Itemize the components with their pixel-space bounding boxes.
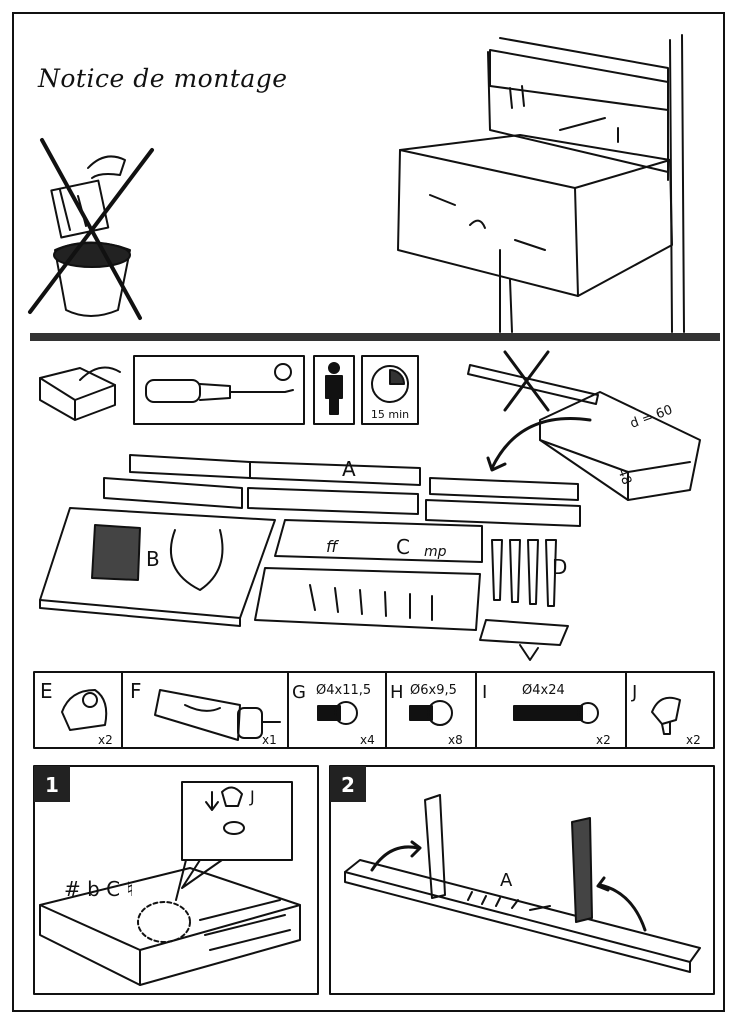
step-1-callout [181, 781, 293, 889]
step-1-board [39, 859, 301, 986]
flat-box-illustration [486, 391, 701, 501]
glue-tube-icon [154, 689, 281, 741]
hardware-e-letter: E [40, 679, 53, 703]
step-1-panel [33, 765, 319, 995]
step-1-part-label: J [249, 787, 255, 806]
hardware-h-spec: Ø6x9,5 [410, 683, 457, 698]
time-label: 15 min [371, 408, 409, 421]
step-2-part-label: A [500, 870, 513, 891]
part-b-panel [39, 507, 276, 627]
screw-g-icon [317, 701, 358, 725]
part-d-label: D [552, 555, 567, 579]
open-box-icon [39, 366, 121, 421]
hardware-e-qty: x2 [98, 733, 113, 747]
part-d-legs [479, 539, 569, 661]
screw-h-icon [409, 700, 453, 726]
foot-pad-icon [61, 689, 108, 731]
clock-icon [371, 365, 409, 403]
step-2-number: 2 [341, 773, 355, 797]
hardware-i-qty: x2 [596, 733, 611, 747]
cam-lock-icon [651, 696, 681, 735]
hardware-j-qty: x2 [686, 733, 701, 747]
no-cutter-icon [467, 350, 599, 412]
hardware-f-qty: x1 [262, 733, 277, 747]
part-b-label: B [146, 547, 160, 571]
drawer-unit-illustration [397, 34, 685, 333]
box-count-label: 48 [614, 466, 634, 487]
step-2-panel [329, 765, 715, 995]
part-c-panel [254, 519, 483, 631]
hardware-f-letter: F [130, 679, 142, 703]
hardware-g-qty: x4 [360, 733, 375, 747]
hardware-j-letter: J [631, 682, 637, 703]
one-person-panel [313, 355, 355, 425]
page-title: Notice de montage [38, 64, 288, 93]
step-1-badge [34, 766, 70, 802]
step-2-badge [330, 766, 366, 802]
screw-i-icon [513, 702, 599, 724]
hardware-g-letter: G [292, 682, 306, 703]
part-a-label: A [342, 457, 356, 481]
no-trash-warning [28, 138, 154, 320]
part-a-boards [103, 454, 581, 527]
page-border [12, 12, 725, 1012]
step-2-assembly [344, 794, 701, 973]
time-panel [361, 355, 419, 425]
section-divider [30, 333, 720, 341]
hardware-dividers [121, 671, 627, 749]
step-1-board-marks: # b C ♮ [64, 877, 134, 901]
part-c-marking-ff: ff [326, 537, 340, 556]
step-1-number: 1 [45, 773, 59, 797]
hardware-g-spec: Ø4x11,5 [316, 683, 371, 698]
hardware-strip [33, 671, 715, 749]
hardware-h-letter: H [390, 682, 404, 703]
hardware-i-spec: Ø4x24 [522, 683, 565, 698]
hardware-h-qty: x8 [448, 733, 463, 747]
screwdriver-panel [133, 355, 305, 425]
person-icon [325, 362, 343, 415]
part-c-label: C [396, 535, 410, 559]
part-c-marking-mp: mp [424, 544, 447, 560]
hardware-i-letter: I [482, 682, 487, 703]
box-dimension-label: d = 60 [628, 403, 674, 432]
screwdriver-icon [145, 363, 294, 403]
